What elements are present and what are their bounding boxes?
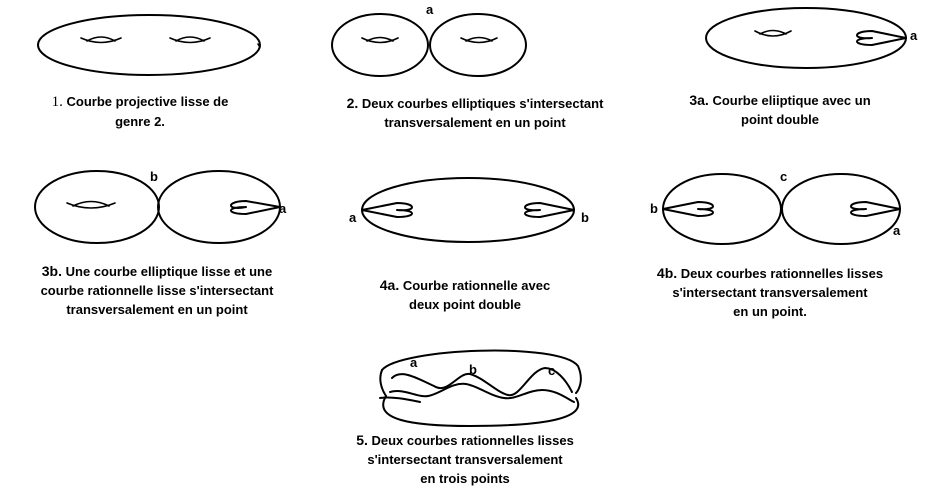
figure-4a-surface: [361, 177, 575, 243]
caption-3a-line-1: Courbe eliiptique avec un: [712, 93, 871, 108]
caption-4b-number: 4b.: [656, 265, 678, 281]
caption-5: 5. Deux courbes rationnelles lisses s'in…: [320, 431, 610, 488]
caption-3b-number: 3b.: [41, 263, 62, 279]
caption-1-line-1: Courbe projective lisse de: [66, 94, 229, 109]
caption-3b-line-1: Une courbe elliptique lisse et une: [65, 264, 273, 279]
caption-3b-line-2: courbe rationnelle lisse s'intersectant: [40, 283, 274, 298]
caption-5-line-2: s'intersectant transversalement: [367, 452, 563, 467]
caption-1: 1. Courbe projective lisse de genre 2.: [5, 92, 275, 131]
figure-5-surface: [379, 349, 582, 427]
figure-2-surface: [331, 13, 527, 77]
caption-1-line-2: genre 2.: [115, 114, 165, 129]
label-5-b: b: [469, 362, 477, 377]
caption-4b-line-2: s'intersectant transversalement: [672, 285, 868, 300]
caption-4a-line-2: deux point double: [409, 297, 521, 312]
caption-3b: 3b. Une courbe elliptique lisse et une c…: [2, 262, 312, 319]
label-4a-b: b: [581, 210, 589, 225]
caption-3a-line-2: point double: [741, 112, 819, 127]
label-3a-a: a: [910, 28, 918, 43]
caption-4a-number: 4a.: [379, 277, 400, 293]
caption-5-line-3: en trois points: [420, 471, 510, 486]
figure-3a-surface: [705, 7, 907, 69]
caption-4b-line-3: en un point.: [733, 304, 807, 319]
figure-1-surface: [37, 14, 261, 76]
caption-3a-number: 3a.: [689, 92, 709, 108]
caption-2-number: 2.: [346, 95, 359, 111]
caption-4a: 4a. Courbe rationnelle avec deux point d…: [350, 276, 580, 314]
label-4b-a: a: [893, 223, 901, 238]
label-4b-c: c: [780, 169, 788, 184]
caption-2: 2. Deux courbes elliptiques s'intersecta…: [300, 94, 650, 132]
figure-4b-surface: [662, 173, 901, 245]
figure-3b-surface: [34, 170, 281, 244]
label-2-a: a: [426, 2, 434, 17]
caption-5-number: 5.: [356, 432, 368, 448]
label-5-a: a: [410, 355, 418, 370]
caption-2-line-1: Deux courbes elliptiques s'intersectant: [361, 96, 604, 111]
label-4b-b: b: [650, 201, 658, 216]
caption-3a: 3a. Courbe eliiptique avec un point doub…: [655, 91, 905, 129]
caption-1-number: 1.: [51, 94, 63, 110]
caption-5-line-1: Deux courbes rationnelles lisses: [371, 433, 574, 448]
caption-4b: 4b. Deux courbes rationnelles lisses s'i…: [620, 264, 920, 321]
caption-2-line-2: transversalement en un point: [384, 115, 566, 130]
label-5-c: c: [548, 363, 556, 378]
label-3b-b: b: [150, 169, 158, 184]
label-3b-a: a: [279, 201, 287, 216]
caption-4a-line-1: Courbe rationnelle avec: [402, 278, 551, 293]
label-4a-a: a: [349, 210, 357, 225]
caption-3b-line-3: transversalement en un point: [66, 302, 248, 317]
caption-4b-line-1: Deux courbes rationnelles lisses: [680, 266, 884, 281]
